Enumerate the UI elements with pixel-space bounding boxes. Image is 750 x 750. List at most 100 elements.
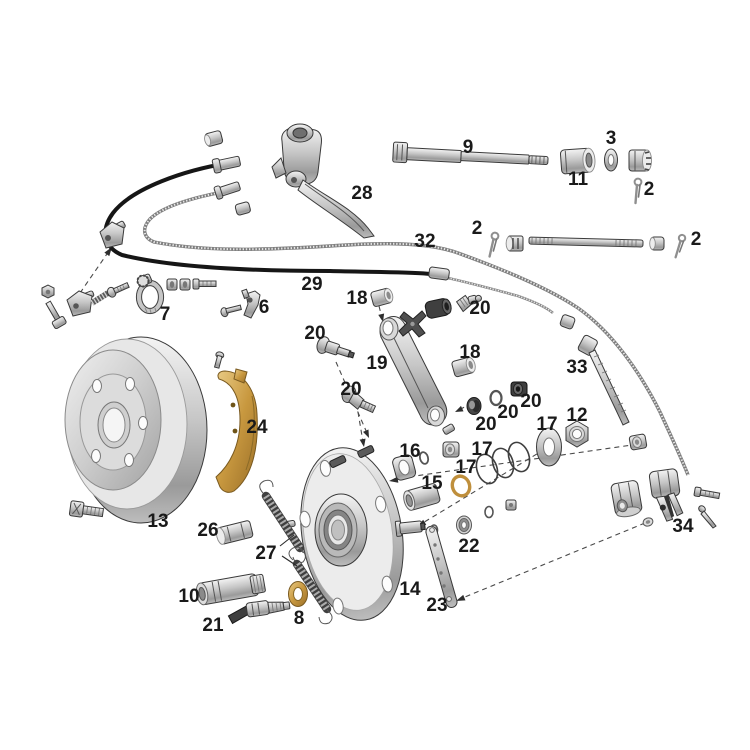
part-label-20-grease-fitting: 20 — [497, 402, 518, 423]
clevis-6 — [220, 288, 261, 319]
part-label-21-adjuster-screw: 21 — [202, 615, 224, 636]
part-label-18-bushing: 18 — [346, 288, 367, 309]
cable-ferrule — [428, 266, 450, 281]
part-label-20-grease-fitting: 20 — [475, 414, 496, 435]
part-label-8-brass-washer: 8 — [294, 608, 305, 629]
loose-ferrule-right — [559, 314, 576, 330]
pivot-bushing-11 — [559, 147, 596, 175]
brake-rod — [528, 236, 644, 248]
spacer-bushing-15 — [403, 483, 441, 511]
nut-20f — [510, 381, 528, 397]
small-nut-right — [628, 433, 648, 451]
brake-cable-32 — [142, 189, 690, 476]
pan-screw — [192, 278, 217, 290]
lug-bolt — [68, 500, 105, 518]
part-label-28-hand-lever-assembly: 28 — [351, 183, 372, 204]
return-spring-upper — [259, 479, 306, 564]
cable-anchor-bracket — [99, 220, 126, 249]
part-label-12-hex-nut: 12 — [566, 405, 587, 426]
part-label-2-cotter-pin: 2 — [644, 179, 655, 200]
grease-fitting-20a — [455, 294, 482, 313]
part-label-14-backing-plate: 14 — [399, 579, 421, 600]
loose-ferrule-top — [204, 130, 224, 147]
adjuster-screw-21 — [227, 600, 291, 625]
rod-nut — [649, 236, 665, 251]
part-label-17-brass-ring: 17 — [455, 457, 476, 478]
part-label-7-hose-clamp: 7 — [160, 304, 171, 325]
brass-ring-17c — [450, 474, 472, 498]
part-label-29-brake-cable-housing: 29 — [301, 274, 322, 295]
loose-ferrule-mid — [234, 201, 251, 216]
part-label-26-pivot-sleeve: 26 — [197, 520, 218, 541]
part-label-15-spacer-bushing: 15 — [421, 473, 443, 494]
bushing-18b — [451, 356, 476, 378]
part-label-11-pivot-bushing: 11 — [568, 169, 589, 190]
axle-stub — [394, 520, 426, 537]
hand-lever-assembly-28 — [271, 123, 375, 239]
part-label-33-cable-adjuster-rod: 33 — [566, 357, 587, 378]
part-label-17-snap-ring: 17 — [471, 439, 492, 460]
part-label-9-pivot-bolt: 9 — [463, 137, 474, 158]
part-label-20-grease-fitting: 20 — [520, 391, 541, 412]
small-bolt-right — [693, 486, 721, 500]
left-hardware-cluster — [41, 273, 261, 330]
pivot-sleeve-26 — [215, 520, 254, 545]
hose-clamp-7 — [135, 273, 165, 315]
part-label-6-cable-end-clevis: 6 — [259, 297, 270, 318]
part-label-2-cotter-pin: 2 — [691, 229, 702, 250]
anchor-link-23 — [425, 525, 458, 608]
grommet-20d — [466, 397, 482, 415]
part-label-34-cable-clevis: 34 — [672, 516, 694, 537]
small-ring-c — [429, 499, 517, 536]
part-label-18-bushing: 18 — [459, 342, 480, 363]
part-label-32-brake-cable: 32 — [414, 231, 435, 252]
bushing-18a — [370, 287, 394, 307]
small-screw — [107, 281, 130, 298]
cable-end-fitting — [213, 181, 241, 200]
cotter-pin-2c — [674, 233, 687, 259]
grease-fitting-20b — [316, 336, 355, 359]
bearing-washer-22 — [456, 515, 472, 535]
part-label-16-tab-washer: 16 — [399, 441, 420, 462]
castle-nut-small — [505, 235, 524, 252]
small-spring — [90, 290, 110, 306]
grease-fitting-20c — [341, 385, 377, 414]
hex-coupler — [610, 480, 643, 518]
part-label-27-return-spring: 27 — [255, 543, 276, 564]
brake-drum-13 — [64, 336, 208, 524]
part-label-20-grease-fitting: 20 — [304, 323, 325, 344]
star-plate — [398, 310, 427, 338]
part-label-20-grease-fitting: 20 — [469, 298, 490, 319]
small-washer-right — [642, 517, 654, 527]
part-label-23-anchor-link: 23 — [426, 595, 447, 616]
brass-washer-8 — [288, 581, 308, 607]
backing-plate-14 — [285, 445, 426, 621]
cable-housing-end-fitting — [211, 155, 241, 174]
small-ring-a — [418, 451, 430, 465]
wing-anchor — [66, 290, 95, 317]
cable-inner-wire — [447, 276, 554, 315]
hex-nut-12 — [565, 420, 589, 448]
adjuster-barrel-10 — [195, 573, 266, 606]
part-label-13-brake-drum: 13 — [147, 511, 168, 532]
adjuster-rod-33 — [577, 334, 630, 426]
cotter-pin-2a — [633, 177, 643, 205]
part-label-24-brake-shoe: 24 — [246, 417, 268, 438]
washer-17a — [536, 427, 562, 467]
actuating-lever-19 — [379, 316, 455, 435]
part-label-20-grease-fitting: 20 — [340, 379, 361, 400]
cable-clevis-34 — [648, 468, 684, 522]
tab-washer-16 — [392, 454, 417, 481]
brake-shoe-24 — [213, 351, 258, 493]
snap-rings-17b — [475, 441, 531, 485]
cotter-pin-2b — [488, 231, 500, 258]
part-label-17-washer: 17 — [536, 414, 557, 435]
ring-20e — [489, 389, 503, 407]
flat-washer-3 — [604, 148, 618, 172]
small-screw-right — [698, 505, 717, 529]
brake-cable-housing-29 — [103, 161, 433, 276]
part-label-2-cotter-pin: 2 — [472, 218, 483, 239]
